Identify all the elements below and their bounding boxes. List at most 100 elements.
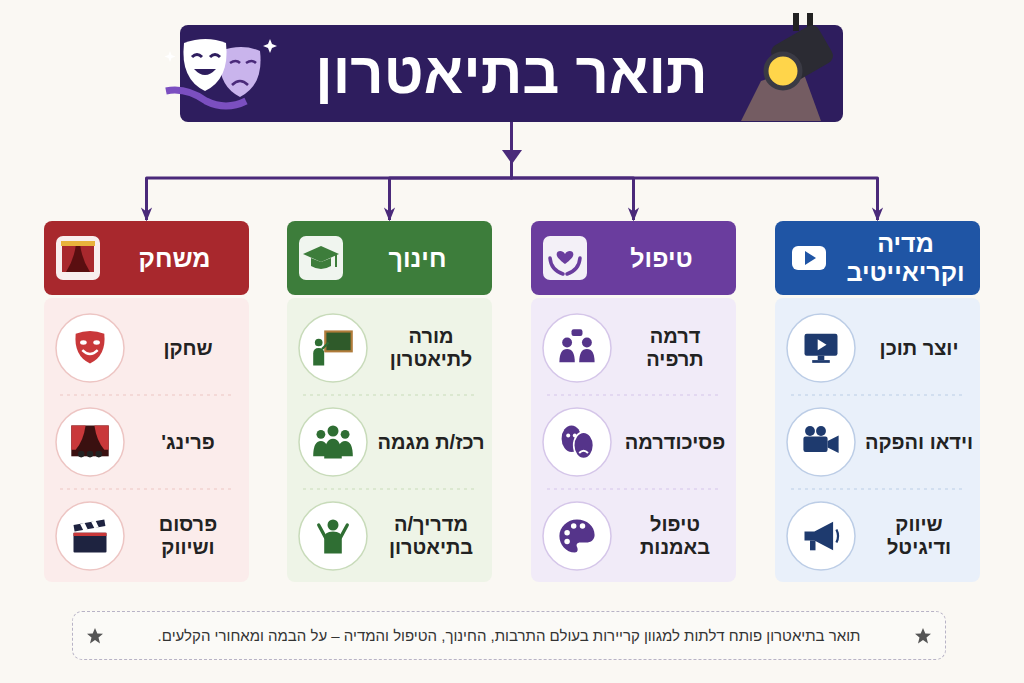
icon-circle — [56, 502, 124, 570]
talk-shape — [582, 338, 592, 348]
branch-connector — [390, 122, 512, 220]
talk-shape — [579, 349, 594, 362]
talk-shape — [572, 329, 583, 336]
note-box: תואר בתיאטרון פותח דלתות למגוון קריירות … — [72, 611, 946, 660]
megaphone-shape — [805, 522, 834, 551]
career-column: משחק שחקןפרינג'פרסום ושיווק — [44, 221, 249, 582]
icon-circle — [787, 314, 855, 382]
board-shape — [313, 348, 324, 366]
curtain-shape — [62, 244, 76, 272]
stage-shape — [87, 451, 94, 458]
header-icon — [787, 236, 831, 280]
icon-circle — [299, 502, 367, 570]
career-label: טיפול באמנות — [619, 492, 731, 580]
play-shape — [792, 246, 826, 270]
icon-tile — [56, 236, 100, 280]
title-box: תואר בתיאטרון — [180, 25, 843, 122]
star-icon — [87, 628, 103, 644]
mask-eyes — [192, 55, 220, 58]
career-label: שחקן — [132, 304, 244, 392]
talk-shape — [559, 349, 574, 362]
career-label: פרסום ושיווק — [132, 492, 244, 580]
camera-shape — [828, 435, 839, 453]
caption: תואר בתיאטרון פותח דלתות למגוון קריירות … — [113, 612, 905, 659]
career-label: פרינג' — [132, 398, 244, 486]
mask-mouth — [232, 81, 248, 85]
palette-shape — [564, 539, 570, 545]
career-label: שיווק ודיגיטל — [863, 492, 975, 580]
icon-circle — [543, 502, 611, 570]
comedy-mask — [183, 39, 226, 91]
curtain-shape — [61, 241, 95, 246]
group-shape — [328, 426, 339, 437]
icon-circle — [299, 408, 367, 476]
column-heading: חינוך — [349, 221, 486, 295]
career-column: טיפול דרמה תרפיהפסיכודרמהטיפול באמנות — [531, 221, 736, 582]
clapper-shape — [91, 521, 99, 529]
cap-shape — [335, 255, 337, 267]
guide-shape — [319, 525, 348, 537]
palette-shape — [580, 523, 586, 529]
career-label: מדריך/ה בתיאטרון — [375, 492, 487, 580]
icon-circle — [56, 408, 124, 476]
stage-shape — [71, 426, 85, 450]
curtain-shape — [62, 244, 94, 272]
camera-shape — [803, 437, 827, 452]
career-column: מדיה וקריאייטיביוצר תוכןוידאו והפקהשיווק… — [775, 221, 980, 582]
hands-shape — [550, 258, 580, 274]
icon-tile — [299, 236, 343, 280]
icon-circle — [787, 408, 855, 476]
career-label: רכז/ת מגמה — [375, 398, 487, 486]
branch-connector — [147, 122, 512, 220]
title-text: תואר בתיאטרון — [290, 25, 733, 122]
career-label: פסיכודרמה — [619, 398, 731, 486]
cap-shape — [303, 246, 339, 262]
stage-shape — [96, 451, 103, 458]
masks-shape — [574, 432, 594, 458]
guide-shape — [324, 532, 342, 554]
icon-circle — [543, 408, 611, 476]
palette-shape — [559, 520, 594, 553]
career-column: חינוךמורה לתיאטרוןרכז/ת מגמהמדריך/ה בתיא… — [287, 221, 492, 582]
hands-shape — [557, 251, 574, 264]
palette-shape — [571, 523, 577, 529]
board-shape — [322, 343, 329, 350]
branch-connector — [512, 122, 878, 220]
row-separator — [303, 488, 477, 489]
panel-icons — [44, 298, 249, 582]
lamp-hanger — [793, 13, 799, 31]
icon-circle — [56, 314, 124, 382]
masks-icon — [158, 29, 288, 119]
board-shape — [325, 332, 351, 352]
row-separator — [547, 488, 721, 489]
board-shape — [315, 339, 323, 347]
star-icon — [915, 628, 931, 644]
mask-shape — [75, 331, 104, 363]
masks-shape — [573, 433, 577, 437]
lamp-lens — [766, 54, 800, 88]
group-shape — [341, 430, 350, 439]
stage-shape — [94, 426, 108, 450]
sparkle — [165, 51, 176, 62]
mask-shape — [82, 350, 97, 354]
career-label: דרמה תרפיה — [619, 304, 731, 392]
cap-shape — [311, 258, 331, 269]
column-heading: טיפול — [593, 221, 730, 295]
icon-circle — [787, 502, 855, 570]
play-shape — [805, 251, 816, 265]
mask-shape — [80, 340, 87, 344]
screen-shape — [818, 339, 827, 350]
masks-shape — [579, 451, 588, 453]
branch-connector — [512, 122, 634, 220]
group-shape — [324, 439, 342, 459]
row-separator — [303, 394, 477, 395]
curtain-shape — [80, 244, 94, 272]
icon-circle — [299, 314, 367, 382]
guide-shape — [328, 520, 339, 531]
column-heading: משחק — [106, 221, 243, 295]
camera-shape — [816, 426, 826, 436]
header-icon — [543, 236, 587, 280]
row-separator — [60, 394, 234, 395]
group-shape — [317, 430, 326, 439]
